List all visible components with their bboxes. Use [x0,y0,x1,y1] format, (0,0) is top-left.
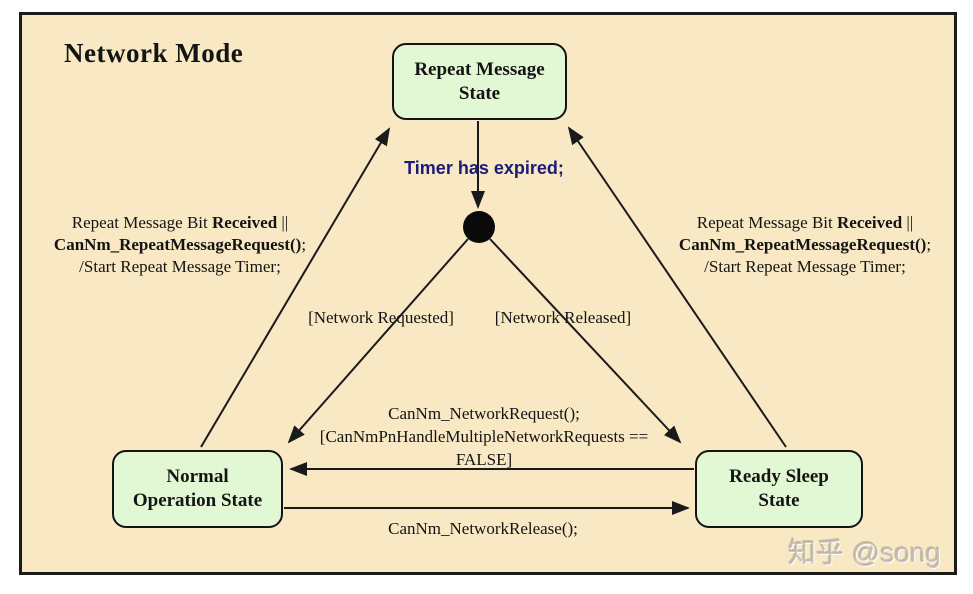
repeat-transition-label-right: Repeat Message Bit Received || CanNm_Rep… [679,212,931,278]
label-line: /Start Repeat Message Timer; [79,257,281,276]
state-label-line: State [758,490,800,511]
arrow-readysleep-to-repeat [567,126,787,448]
repeat-transition-label-left: Repeat Message Bit Received || CanNm_Rep… [54,212,306,278]
state-ready-sleep: Ready Sleep State [695,450,863,528]
state-normal-operation: Normal Operation State [112,450,283,528]
guard-network-released-label: [Network Released] [494,308,632,327]
state-label-line: State [458,82,501,104]
guard-network-requested-label: [Network Requested] [308,308,454,327]
watermark-zhihu-song: 知乎 @song [788,537,941,568]
timer-expired-label: Timer has expired; [404,158,564,178]
junction-point [463,211,495,243]
network-release-transition-label: CanNm_NetworkRelease(); [388,519,578,538]
label-line: [CanNmPnHandleMultipleNetworkRequests == [319,427,649,446]
diagram-title: Network Mode [64,38,244,68]
label-line: FALSE] [455,450,513,469]
label-line: CanNm_RepeatMessageRequest(); [678,235,932,254]
label-line: CanNm_RepeatMessageRequest(); [53,235,307,254]
state-label-line: Normal [166,466,229,487]
label-line: /Start Repeat Message Timer; [704,257,906,276]
label-line: Repeat Message Bit Received || [696,213,914,232]
network-request-transition-label: CanNm_NetworkRequest(); [CanNmPnHandleMu… [320,402,648,471]
state-label-line: Repeat Message [414,58,545,80]
arrow-junction-to-readysleep [489,238,682,444]
state-label-line: Ready Sleep [729,466,829,487]
label-line: Repeat Message Bit Received || [71,213,289,232]
arrow-normal-to-repeat [200,127,391,448]
state-label-line: Operation State [132,490,263,511]
label-line: CanNm_NetworkRequest(); [388,404,580,423]
state-repeat-message: Repeat Message State [392,43,567,120]
arrow-junction-to-normal [287,238,469,444]
